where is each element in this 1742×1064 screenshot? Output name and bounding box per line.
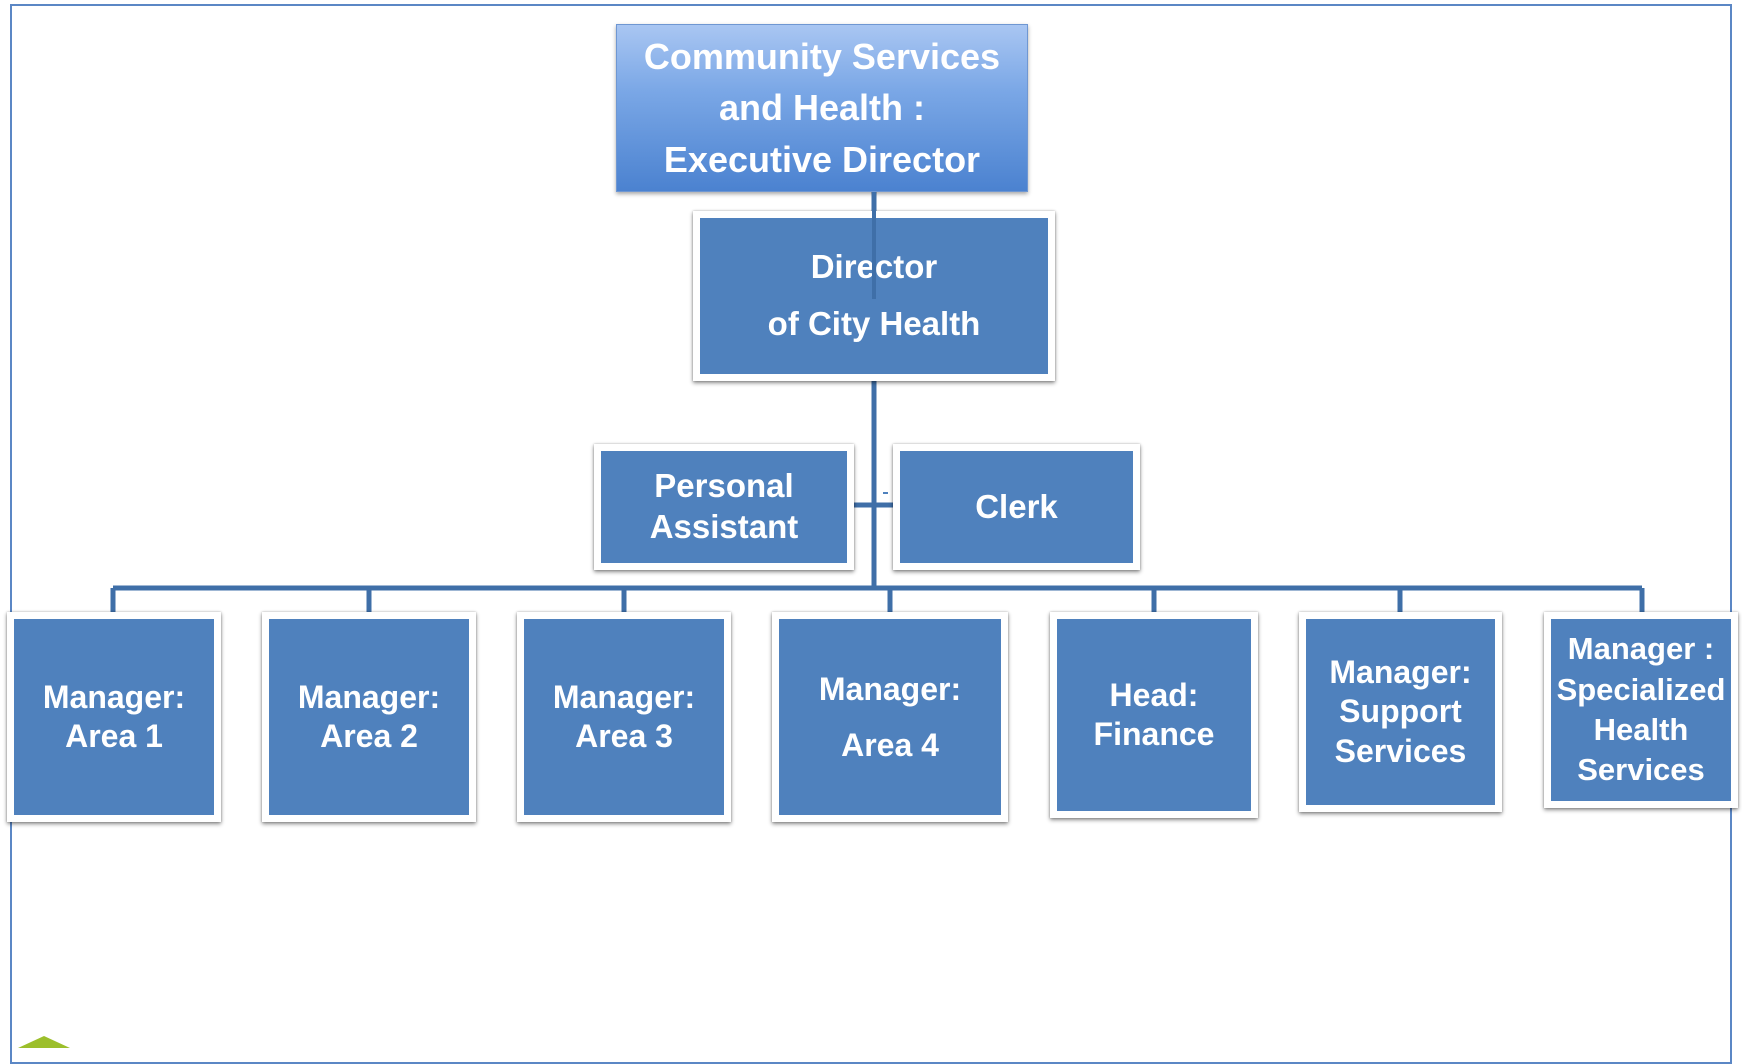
manager-4-line-2: Area 4 (841, 727, 939, 763)
manager-1-line-1: Manager: (42, 678, 186, 715)
specialized-line-3: Health (1593, 712, 1689, 747)
director-line-2: of City Health (767, 305, 981, 342)
manager-4-line-1: Manager: (818, 671, 962, 707)
manager-area-3-box: Manager: Area 3 (517, 612, 731, 822)
manager-3-line-2: Area 3 (575, 718, 673, 754)
specialized-line-4: Services (1577, 752, 1705, 788)
manager-specialized-health-box: Manager : Specialized Health Services (1544, 612, 1738, 808)
finance-line-2: Finance (1093, 716, 1215, 752)
specialized-line-2: Specialized (1556, 671, 1726, 707)
manager-2-line-2: Area 2 (320, 718, 418, 754)
specialized-line-1: Manager : (1567, 631, 1715, 667)
manager-2-line-1: Manager: (297, 678, 441, 715)
exec-title-line-2: and Health : (718, 87, 925, 129)
support-line-3: Services (1334, 732, 1467, 769)
exec-title-line-3: Executive Director (663, 138, 981, 180)
finance-line-1: Head: (1109, 676, 1199, 713)
manager-3-line-1: Manager: (552, 678, 696, 715)
support-line-2: Support (1339, 693, 1462, 730)
clerk-box: Clerk (893, 444, 1140, 570)
manager-support-services-box: Manager: Support Services (1299, 612, 1502, 812)
manager-1-line-2: Area 1 (65, 718, 163, 754)
manager-area-2-box: Manager: Area 2 (262, 612, 476, 822)
personal-assistant-box: Personal Assistant (594, 444, 854, 570)
pa-line-1: Personal (654, 467, 794, 505)
manager-area-4-box: Manager: Area 4 (772, 612, 1008, 822)
manager-area-1-box: Manager: Area 1 (7, 612, 221, 822)
clerk-label: Clerk (975, 487, 1058, 525)
support-line-1: Manager: (1329, 654, 1472, 691)
head-finance-box: Head: Finance (1050, 612, 1258, 818)
exec-title-line-1: Community Services (643, 36, 1001, 78)
corner-logo-icon (18, 1036, 70, 1048)
connector-tick (883, 492, 888, 494)
executive-director-box: Community Services and Health : Executiv… (616, 24, 1028, 192)
pa-line-2: Assistant (649, 508, 799, 545)
